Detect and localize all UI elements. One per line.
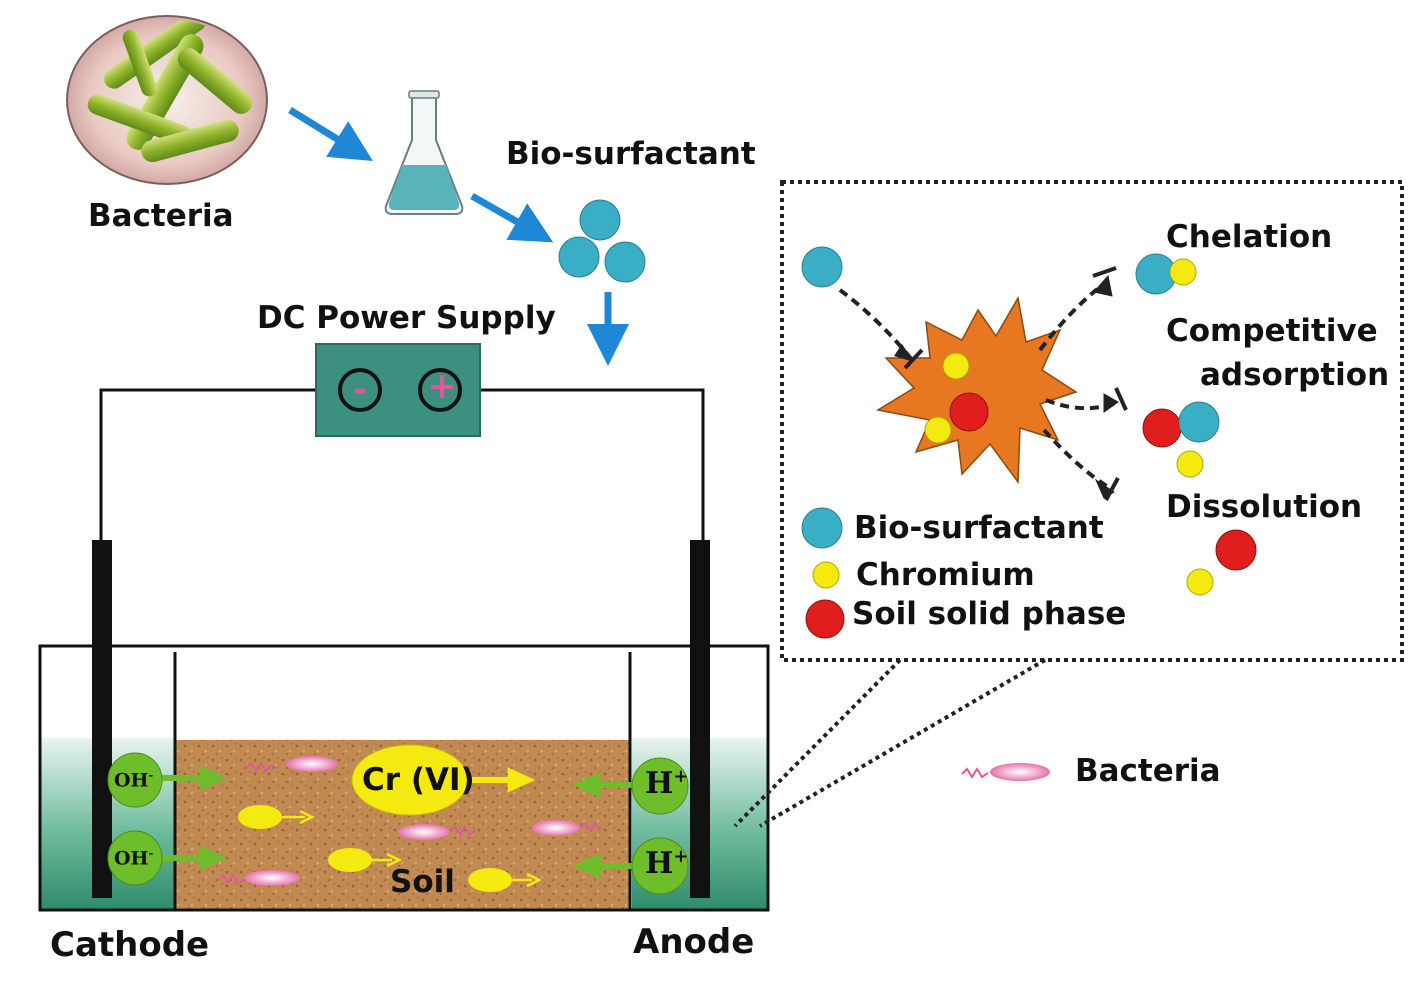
legend-bacteria-icon — [961, 763, 1050, 781]
chelation-chromium — [1169, 258, 1197, 286]
hydroxide-ion-1 — [107, 752, 163, 808]
chromium-arrow — [466, 767, 536, 793]
legend-soil-marker — [805, 599, 845, 639]
power-supply-box — [315, 343, 481, 437]
proton-label-2: H+ — [645, 846, 689, 881]
callout-pointer-right — [758, 658, 1047, 828]
legend-biosurfactant-label: Bio-surfactant — [854, 510, 1104, 546]
inset-callout-box — [780, 180, 1404, 662]
legend-chromium-label: Chromium — [856, 557, 1035, 593]
legend-biosurfactant-marker — [801, 507, 843, 549]
legend-bacteria-label: Bacteria — [1075, 753, 1221, 789]
power-supply-label: DC Power Supply — [257, 300, 556, 336]
hydroxide-ion-2 — [107, 830, 163, 886]
anode-label: Anode — [633, 922, 755, 962]
callout-pointer-left — [733, 658, 902, 828]
cell-outline — [38, 644, 770, 912]
arrow-flask-to-biosurfactant — [470, 192, 554, 243]
biosurfactant-cluster — [558, 199, 646, 283]
biosurfactant-label: Bio-surfactant — [506, 136, 756, 172]
proton-label-1: H+ — [645, 766, 689, 801]
bacteria-label: Bacteria — [88, 198, 234, 234]
dissolution-soil — [1215, 529, 1257, 571]
negative-terminal — [338, 368, 382, 412]
arrow-bacteria-to-flask — [288, 107, 373, 162]
positive-terminal — [418, 368, 462, 412]
inset-biosurfactant-molecule — [801, 246, 843, 288]
inset-arrows-out — [1038, 266, 1128, 501]
cathode-electrode — [92, 540, 112, 898]
negative-symbol: - — [353, 370, 368, 410]
competitive-label-line1: Competitive — [1166, 313, 1378, 349]
competitive-soil — [1142, 408, 1182, 448]
ion-migration-arrows — [155, 765, 640, 879]
anode-electrode — [690, 540, 710, 898]
soil-particle-star — [875, 295, 1078, 485]
hydroxide-label-2: OH- — [114, 846, 154, 870]
dissolution-label: Dissolution — [1166, 489, 1363, 525]
proton-ion-1 — [631, 757, 689, 815]
proton-ion-2 — [631, 837, 689, 895]
cathode-wire — [99, 388, 316, 543]
inset-arrow-in — [838, 288, 914, 362]
soil-bacteria — [217, 756, 601, 886]
soil-label: Soil — [390, 864, 455, 900]
legend-soil-label: Soil solid phase — [852, 596, 1127, 632]
chelation-label: Chelation — [1166, 219, 1333, 255]
positive-symbol: + — [427, 366, 458, 407]
flask-icon — [384, 90, 464, 215]
chromium-vi-label: Cr (VI) — [362, 762, 475, 798]
legend-chromium-marker — [812, 561, 840, 589]
cathode-label: Cathode — [50, 925, 210, 965]
soil-chromium-particles — [238, 805, 542, 892]
dissolution-chromium — [1186, 568, 1214, 596]
bacteria-illustration — [66, 15, 268, 185]
competitive-chromium — [1176, 450, 1204, 478]
hydroxide-label-1: OH- — [114, 768, 154, 792]
competitive-biosurfactant — [1178, 401, 1220, 443]
anode-wire — [480, 388, 705, 543]
competitive-label-line2: adsorption — [1200, 357, 1390, 393]
